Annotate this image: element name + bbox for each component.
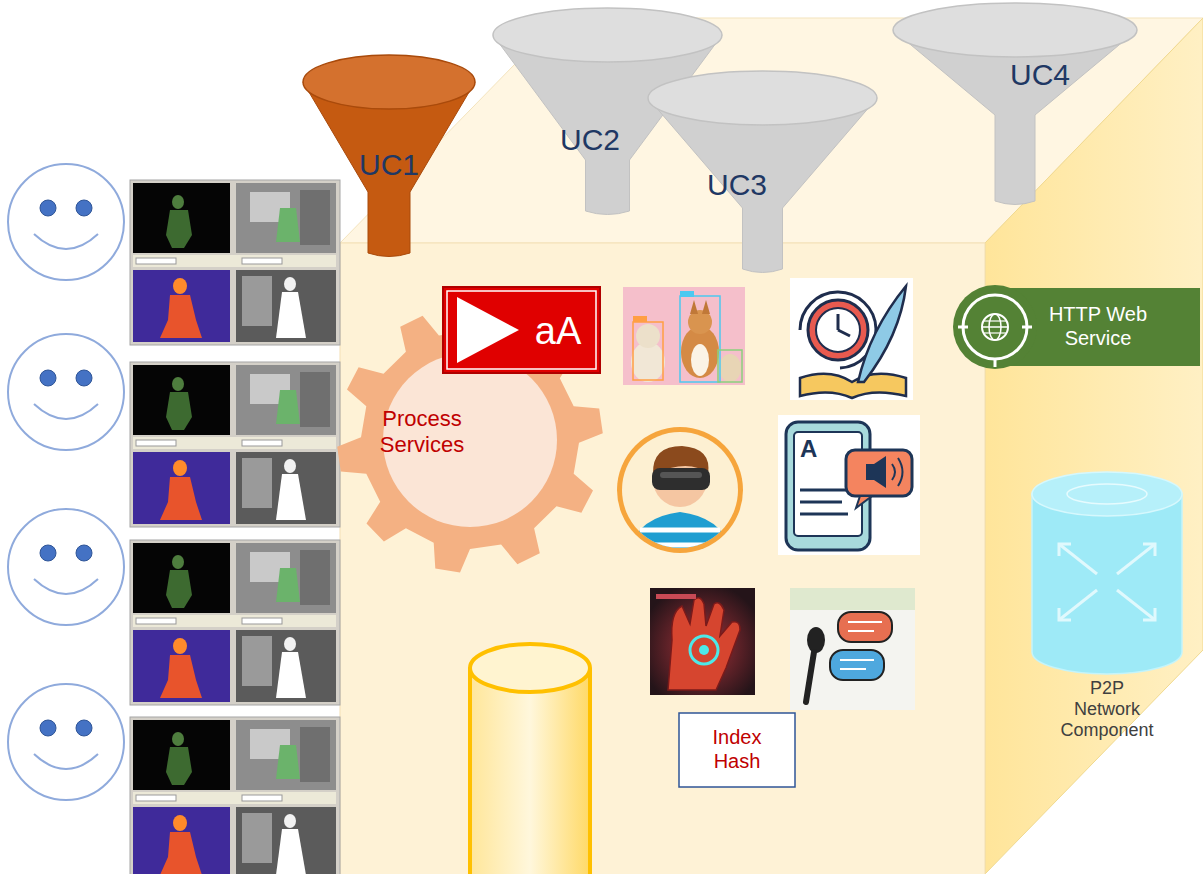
speech-chat-icon	[790, 588, 915, 710]
text-to-speech-icon	[778, 415, 920, 555]
user-face	[8, 334, 124, 450]
node-label: UC1	[349, 147, 429, 182]
node-label: UC4	[1000, 57, 1080, 92]
camera-screenshot	[130, 180, 340, 345]
object-detection-icon	[623, 287, 745, 385]
user-face	[8, 164, 124, 280]
timeline-writing-icon	[790, 278, 913, 400]
web-service-box: HTTP Web Service	[950, 285, 1200, 369]
camera-screenshot	[130, 717, 340, 874]
user-faces	[8, 164, 124, 800]
index-box: Index Hash	[678, 712, 796, 788]
camera-screenshot	[130, 362, 340, 527]
database-cylinder	[470, 644, 590, 874]
node-label: P2P Network Component	[1057, 678, 1157, 742]
node-label: aA	[523, 309, 593, 354]
network-cylinder: P2P Network Component	[1022, 470, 1192, 760]
vr-user-icon	[617, 427, 743, 560]
funnel-outline	[890, 0, 1140, 205]
camera-screenshots	[130, 180, 340, 874]
use-case-funnel: UC4	[890, 0, 1140, 205]
user-face	[8, 509, 124, 625]
node-label: UC3	[697, 167, 777, 202]
video-caption-box: aA	[443, 287, 600, 373]
node-label: UC2	[550, 122, 630, 157]
node-label: HTTP Web Service	[1023, 303, 1173, 350]
node-label: Process Services	[367, 406, 477, 458]
gesture-hand-icon	[650, 588, 755, 695]
use-case-funnel: UC3	[645, 68, 880, 273]
camera-screenshot	[130, 540, 340, 705]
user-face	[8, 684, 124, 800]
node-label: Index Hash	[697, 726, 777, 773]
use-case-funnel: UC1	[300, 52, 478, 257]
